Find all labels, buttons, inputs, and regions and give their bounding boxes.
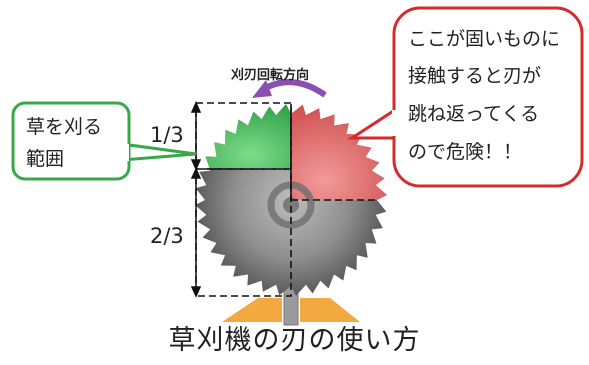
rotation-arrowhead bbox=[252, 80, 272, 98]
red-danger-zone bbox=[291, 104, 387, 200]
rotation-direction-label: 刈刃回転方向 bbox=[231, 67, 309, 83]
blade-hub-inner bbox=[283, 197, 299, 213]
danger-callout-line-4: ので危険！！ bbox=[408, 141, 522, 163]
ground-left bbox=[222, 298, 282, 322]
cut-zone-callout-line-2: 範囲 bbox=[26, 148, 64, 170]
danger-callout-line-2: 接触すると刃が bbox=[408, 65, 541, 87]
fraction-bottom-label: 2/3 bbox=[150, 224, 184, 248]
ground-right bbox=[300, 298, 360, 322]
dimension-top-arrow bbox=[190, 101, 202, 171]
fraction-top-label: 1/3 bbox=[150, 123, 184, 147]
cut-zone-callout-line-1: 草を刈る bbox=[26, 116, 102, 138]
green-cut-zone bbox=[195, 104, 291, 168]
danger-callout: ここが固いものに 接触すると刃が 跳ね返ってくる ので危険！！ bbox=[346, 6, 584, 188]
diagram-caption: 草刈機の刃の使い方 bbox=[168, 325, 421, 356]
dimension-bottom-arrow bbox=[190, 167, 202, 298]
danger-callout-line-3: 跳ね返ってくる bbox=[408, 103, 539, 125]
danger-callout-line-1: ここが固いものに bbox=[408, 28, 560, 50]
cut-zone-callout: 草を刈る 範囲 bbox=[11, 101, 197, 181]
rotation-arrow bbox=[260, 79, 327, 98]
